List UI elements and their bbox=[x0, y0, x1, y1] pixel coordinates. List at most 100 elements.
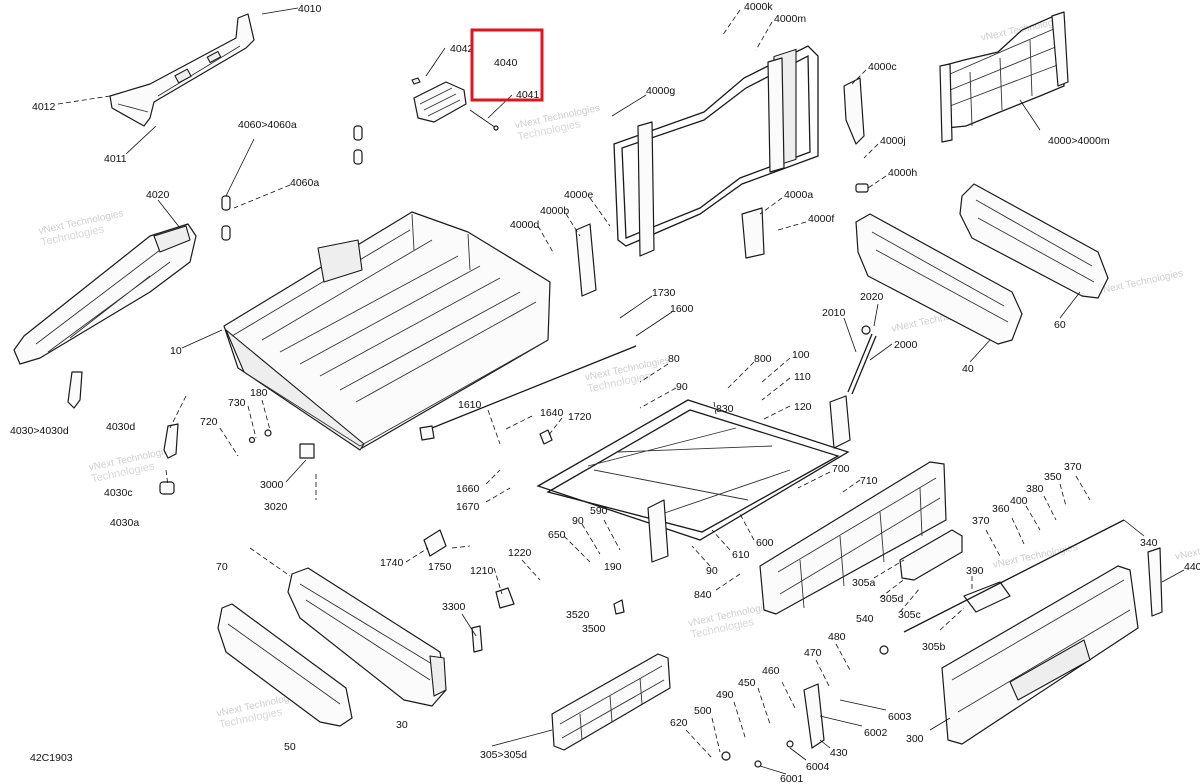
callout-120[interactable]: 120 bbox=[794, 401, 812, 413]
callout-80[interactable]: 80 bbox=[668, 353, 680, 365]
callout-370-b[interactable]: 370 bbox=[1064, 461, 1082, 473]
callout-1750[interactable]: 1750 bbox=[428, 561, 452, 573]
callout-4011[interactable]: 4011 bbox=[104, 153, 127, 165]
callout-720[interactable]: 720 bbox=[200, 416, 218, 428]
callout-1610[interactable]: 1610 bbox=[458, 399, 482, 411]
callout-305a[interactable]: 305a bbox=[852, 577, 876, 589]
callout-4041[interactable]: 4041 bbox=[516, 89, 540, 101]
callout-3300[interactable]: 3300 bbox=[442, 601, 466, 613]
callout-1220[interactable]: 1220 bbox=[508, 547, 532, 559]
callout-305-305d[interactable]: 305>305d bbox=[480, 749, 527, 761]
callout-470[interactable]: 470 bbox=[804, 647, 822, 659]
callout-305c[interactable]: 305c bbox=[898, 609, 921, 621]
callout-3020[interactable]: 3020 bbox=[264, 501, 288, 513]
callout-1730[interactable]: 1730 bbox=[652, 287, 676, 299]
part-4040-latch bbox=[411, 77, 499, 131]
callout-50[interactable]: 50 bbox=[284, 741, 296, 753]
callout-1720[interactable]: 1720 bbox=[568, 411, 592, 423]
callout-4012[interactable]: 4012 bbox=[32, 101, 56, 113]
callout-1670[interactable]: 1670 bbox=[456, 501, 480, 513]
callout-590[interactable]: 590 bbox=[590, 505, 608, 517]
callout-4000-4000m[interactable]: 4000>4000m bbox=[1048, 135, 1110, 147]
callout-4000k[interactable]: 4000k bbox=[744, 1, 773, 13]
callout-4060a[interactable]: 4060a bbox=[290, 177, 319, 189]
callout-4000j[interactable]: 4000j bbox=[880, 135, 906, 147]
callout-1640[interactable]: 1640 bbox=[540, 407, 564, 419]
callout-180[interactable]: 180 bbox=[250, 387, 268, 399]
callout-370-a[interactable]: 370 bbox=[972, 515, 990, 527]
callout-30[interactable]: 30 bbox=[396, 719, 408, 731]
callout-540[interactable]: 540 bbox=[856, 613, 874, 625]
callout-4000g[interactable]: 4000g bbox=[646, 85, 675, 97]
callout-100[interactable]: 100 bbox=[792, 349, 810, 361]
callout-340[interactable]: 340 bbox=[1140, 537, 1158, 549]
callout-3500[interactable]: 3500 bbox=[582, 623, 606, 635]
callout-700[interactable]: 700 bbox=[832, 463, 850, 475]
callout-390[interactable]: 390 bbox=[966, 565, 984, 577]
callout-1740[interactable]: 1740 bbox=[380, 557, 404, 569]
callout-4040[interactable]: 4040 bbox=[494, 57, 518, 69]
callout-4060-4060a[interactable]: 4060>4060a bbox=[238, 119, 297, 131]
callout-380[interactable]: 380 bbox=[1026, 483, 1044, 495]
callout-4010[interactable]: 4010 bbox=[298, 3, 322, 15]
callout-2020[interactable]: 2020 bbox=[860, 291, 884, 303]
callout-460[interactable]: 460 bbox=[762, 665, 780, 677]
callout-4000m[interactable]: 4000m bbox=[774, 13, 806, 25]
callout-300[interactable]: 300 bbox=[906, 733, 924, 745]
callout-4020[interactable]: 4020 bbox=[146, 189, 170, 201]
callout-3520[interactable]: 3520 bbox=[566, 609, 590, 621]
callout-4030-4030d[interactable]: 4030>4030d bbox=[10, 425, 69, 437]
callout-190[interactable]: 190 bbox=[604, 561, 622, 573]
callout-6004[interactable]: 6004 bbox=[806, 761, 830, 773]
callout-1660[interactable]: 1660 bbox=[456, 483, 480, 495]
callout-110[interactable]: 110 bbox=[794, 371, 811, 383]
callout-440[interactable]: 440 bbox=[1184, 561, 1200, 573]
callout-490[interactable]: 490 bbox=[716, 689, 734, 701]
callout-710[interactable]: 710 bbox=[860, 475, 878, 487]
callout-90-a[interactable]: 90 bbox=[572, 515, 584, 527]
callout-6001[interactable]: 6001 bbox=[780, 773, 804, 784]
callout-6003[interactable]: 6003 bbox=[888, 711, 912, 723]
callout-1210[interactable]: 1210 bbox=[470, 565, 494, 577]
callout-4000h[interactable]: 4000h bbox=[888, 167, 917, 179]
callout-3000[interactable]: 3000 bbox=[260, 479, 284, 491]
callout-840[interactable]: 840 bbox=[694, 589, 712, 601]
callout-650[interactable]: 650 bbox=[548, 529, 566, 541]
callout-430[interactable]: 430 bbox=[830, 747, 848, 759]
callout-305d[interactable]: 305d bbox=[880, 593, 904, 605]
callout-480[interactable]: 480 bbox=[828, 631, 846, 643]
callout-800[interactable]: 800 bbox=[754, 353, 772, 365]
callout-500[interactable]: 500 bbox=[694, 705, 712, 717]
callout-360[interactable]: 360 bbox=[992, 503, 1010, 515]
callout-1600[interactable]: 1600 bbox=[670, 303, 694, 315]
part-700-tailgate-inner bbox=[759, 461, 947, 615]
callout-60[interactable]: 60 bbox=[1054, 319, 1066, 331]
callout-4030a[interactable]: 4030a bbox=[110, 517, 139, 529]
callout-4000a[interactable]: 4000a bbox=[784, 189, 813, 201]
callout-4000d[interactable]: 4000d bbox=[510, 219, 539, 231]
callout-90-c[interactable]: 90 bbox=[706, 565, 718, 577]
callout-4000e[interactable]: 4000e bbox=[564, 189, 593, 201]
callout-2000[interactable]: 2000 bbox=[894, 339, 918, 351]
callout-730[interactable]: 730 bbox=[228, 397, 246, 409]
callout-40[interactable]: 40 bbox=[962, 363, 974, 375]
callout-600[interactable]: 600 bbox=[756, 537, 774, 549]
callout-4000f[interactable]: 4000f bbox=[808, 213, 834, 225]
callout-10[interactable]: 10 bbox=[170, 345, 182, 357]
callout-400[interactable]: 400 bbox=[1010, 495, 1028, 507]
callout-4000c[interactable]: 4000c bbox=[868, 61, 897, 73]
callout-90-b[interactable]: 90 bbox=[676, 381, 688, 393]
callout-305b[interactable]: 305b bbox=[922, 641, 946, 653]
callout-70[interactable]: 70 bbox=[216, 561, 228, 573]
callout-830[interactable]: 830 bbox=[716, 403, 734, 415]
callout-450[interactable]: 450 bbox=[738, 677, 756, 689]
callout-4042[interactable]: 4042 bbox=[450, 43, 474, 55]
callout-620[interactable]: 620 bbox=[670, 717, 688, 729]
callout-4030c[interactable]: 4030c bbox=[104, 487, 133, 499]
callout-350[interactable]: 350 bbox=[1044, 471, 1062, 483]
callout-6002[interactable]: 6002 bbox=[864, 727, 888, 739]
callout-4000b[interactable]: 4000b bbox=[540, 205, 569, 217]
callout-4030d[interactable]: 4030d bbox=[106, 421, 135, 433]
callout-610[interactable]: 610 bbox=[732, 549, 750, 561]
callout-2010[interactable]: 2010 bbox=[822, 307, 846, 319]
